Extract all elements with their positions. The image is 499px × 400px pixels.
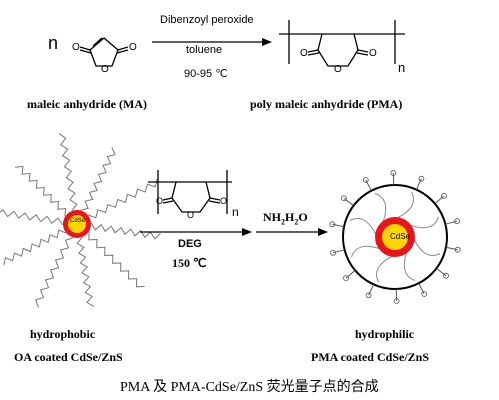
inner-ligand	[412, 236, 441, 256]
carboxyl-end	[329, 221, 336, 228]
oa-ligand-chain	[15, 165, 67, 217]
deg-label: DEG	[178, 238, 202, 250]
cdse-core-right	[382, 224, 408, 250]
top-reaction-arrow	[152, 38, 272, 46]
carboxyl-end	[341, 195, 347, 202]
carboxyl-end	[454, 246, 461, 253]
carboxyl-end	[393, 298, 400, 304]
oa-coated-quantum-dot	[0, 133, 161, 308]
pma-label: poly maleic anhydride (PMA)	[250, 97, 403, 111]
carboxyl-group	[368, 284, 375, 296]
oa-ligand-chain	[88, 231, 145, 288]
polymer-shell-outline	[342, 184, 448, 290]
ma-atom-o-right: O	[129, 42, 137, 53]
pma-coated-quantum-dot	[329, 170, 461, 304]
oa-ligand-chain	[76, 236, 94, 307]
deg-temperature-label: 150 ℃	[172, 256, 207, 270]
carboxyl-end	[362, 177, 369, 183]
n-right-label: n	[398, 60, 406, 75]
carboxyl-end	[418, 175, 425, 182]
middle-atom-o-left: O	[156, 196, 164, 206]
inner-ligand	[351, 245, 383, 258]
carboxyl-group	[445, 246, 458, 251]
oa-ligand-chain	[80, 147, 116, 211]
carboxyl-end	[441, 192, 447, 199]
ammonia-reaction-arrow	[256, 228, 328, 236]
oa-ligand-chain	[58, 133, 78, 212]
pma-atom-o: O	[334, 64, 342, 75]
oa-ligand-chain	[87, 178, 158, 219]
middle-atom-o-right: O	[220, 196, 228, 206]
n-middle-label: n	[232, 205, 239, 219]
pma-atom-o-left: O	[300, 48, 308, 59]
carboxyl-group	[332, 249, 345, 254]
oa-ligand-chain	[0, 209, 64, 226]
cdse-core	[68, 215, 86, 233]
carboxyl-group	[343, 197, 354, 206]
carboxyl-end	[443, 272, 449, 279]
figure-caption: PMA 及 PMA-CdSe/ZnS 荧光量子点的合成	[120, 380, 379, 395]
carboxyl-group	[415, 178, 422, 190]
maleic-anhydride-structure	[79, 37, 129, 67]
carboxyl-group	[345, 270, 356, 279]
carboxyl-end	[390, 170, 397, 176]
oa-coated-label: OA coated CdSe/ZnS	[14, 350, 123, 364]
ma-label: maleic anhydride (MA)	[27, 97, 147, 111]
inner-ligand	[374, 193, 387, 225]
carboxyl-group	[434, 195, 445, 204]
carboxyl-group	[445, 220, 458, 225]
oa-ligand-chain	[90, 222, 161, 240]
carboxyl-group	[436, 268, 447, 277]
pma-coated-label: PMA coated CdSe/ZnS	[311, 350, 430, 364]
ma-atom-o-left: O	[72, 42, 80, 53]
carboxyl-group	[332, 223, 345, 228]
reagent-label: Dibenzoyl peroxide	[160, 14, 254, 26]
pma-atom-o-right: O	[369, 48, 377, 59]
carboxyl-end	[343, 275, 349, 282]
inner-ligand	[349, 218, 378, 238]
middle-atom-o: O	[187, 210, 195, 220]
solvent-label: toluene	[186, 44, 223, 56]
inner-ligand	[407, 216, 439, 229]
ma-atom-o: O	[101, 64, 109, 75]
carboxyl-group	[418, 283, 425, 295]
pma-polymer-structure	[279, 20, 405, 67]
carboxyl-end	[330, 249, 336, 256]
hydrophilic-label: hydrophilic	[355, 327, 415, 341]
deg-reaction-arrow	[140, 228, 252, 236]
inner-ligand	[403, 249, 416, 281]
oa-ligand-chain	[34, 237, 74, 308]
temperature-label: 90-95 ℃	[184, 68, 228, 80]
hydrophobic-label: hydrophobic	[30, 327, 96, 341]
carboxyl-group	[365, 179, 372, 191]
oa-ligand-chain	[3, 229, 67, 266]
carboxyl-end	[365, 292, 372, 299]
carboxyl-end	[421, 291, 428, 297]
inner-ligand	[394, 191, 414, 220]
pma-repeat-unit-middle	[148, 170, 232, 214]
inner-ligand	[376, 254, 396, 283]
right-core-label: CdSe	[390, 232, 411, 241]
ammonia-reagent-label: NH2H2O	[263, 210, 308, 227]
n-left-label: n	[48, 33, 59, 53]
carboxyl-end	[454, 218, 460, 225]
left-core-label: CdSe	[70, 218, 86, 224]
